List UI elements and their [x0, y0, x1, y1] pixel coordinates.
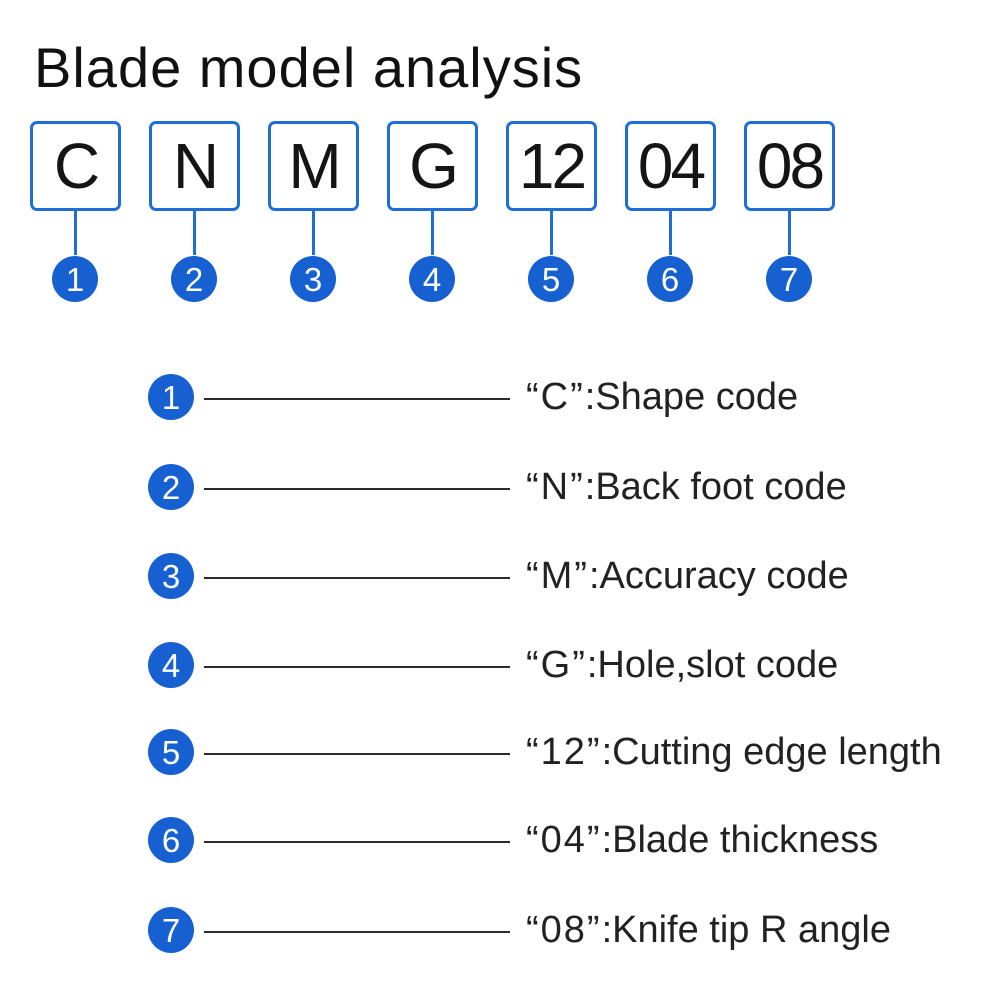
legend-text: “04”:Blade thickness: [526, 821, 878, 859]
code-box-7: 08: [744, 121, 835, 211]
code-box-1: C: [30, 121, 121, 211]
legend-badge: 5: [148, 729, 194, 775]
connector-4: [431, 211, 434, 255]
connector-5: [550, 211, 553, 255]
number-badge-2: 2: [171, 256, 217, 302]
legend-badge: 2: [148, 464, 194, 510]
connector-1: [74, 211, 77, 255]
number-badge-7: 7: [766, 256, 812, 302]
number-badge-1: 1: [52, 256, 98, 302]
connector-3: [312, 211, 315, 255]
legend-code: “N”: [526, 466, 585, 508]
legend-text: “M”:Accuracy code: [526, 557, 849, 595]
legend-code: “M”: [526, 555, 589, 597]
legend-text: “G”:Hole,slot code: [526, 646, 838, 684]
leader-line: [204, 931, 510, 933]
code-box-4: G: [387, 121, 478, 211]
number-badge-5: 5: [528, 256, 574, 302]
legend-label: :Accuracy code: [588, 555, 849, 597]
connector-2: [193, 211, 196, 255]
leader-line: [204, 488, 510, 490]
legend-code: “G”: [526, 644, 587, 686]
legend-text: “12”:Cutting edge length: [526, 733, 942, 771]
legend-code: “12”: [526, 731, 602, 773]
code-box-5: 12: [506, 121, 597, 211]
legend-label: :Cutting edge length: [601, 731, 942, 773]
legend-label: :Blade thickness: [601, 819, 879, 861]
legend-label: :Back foot code: [584, 466, 847, 508]
legend-code: “C”: [526, 376, 585, 418]
legend-badge: 6: [148, 817, 194, 863]
leader-line: [204, 841, 510, 843]
leader-line: [204, 398, 510, 400]
page-title: Blade model analysis: [34, 36, 584, 99]
legend-label: :Hole,slot code: [586, 644, 839, 686]
legend-label: :Knife tip R angle: [601, 909, 891, 951]
legend-text: “N”:Back foot code: [526, 468, 847, 506]
code-box-6: 04: [625, 121, 716, 211]
number-badge-3: 3: [290, 256, 336, 302]
legend-text: “C”:Shape code: [526, 378, 798, 416]
code-box-3: M: [268, 121, 359, 211]
leader-line: [204, 753, 510, 755]
legend-code: “04”: [526, 819, 602, 861]
connector-6: [669, 211, 672, 255]
leader-line: [204, 666, 510, 668]
legend-badge: 7: [148, 907, 194, 953]
legend-label: :Shape code: [584, 376, 799, 418]
legend-code: “08”: [526, 909, 602, 951]
legend-badge: 4: [148, 642, 194, 688]
legend-badge: 3: [148, 553, 194, 599]
leader-line: [204, 577, 510, 579]
code-box-2: N: [149, 121, 240, 211]
connector-7: [788, 211, 791, 255]
number-badge-6: 6: [647, 256, 693, 302]
legend-text: “08”:Knife tip R angle: [526, 911, 891, 949]
legend-badge: 1: [148, 374, 194, 420]
number-badge-4: 4: [409, 256, 455, 302]
